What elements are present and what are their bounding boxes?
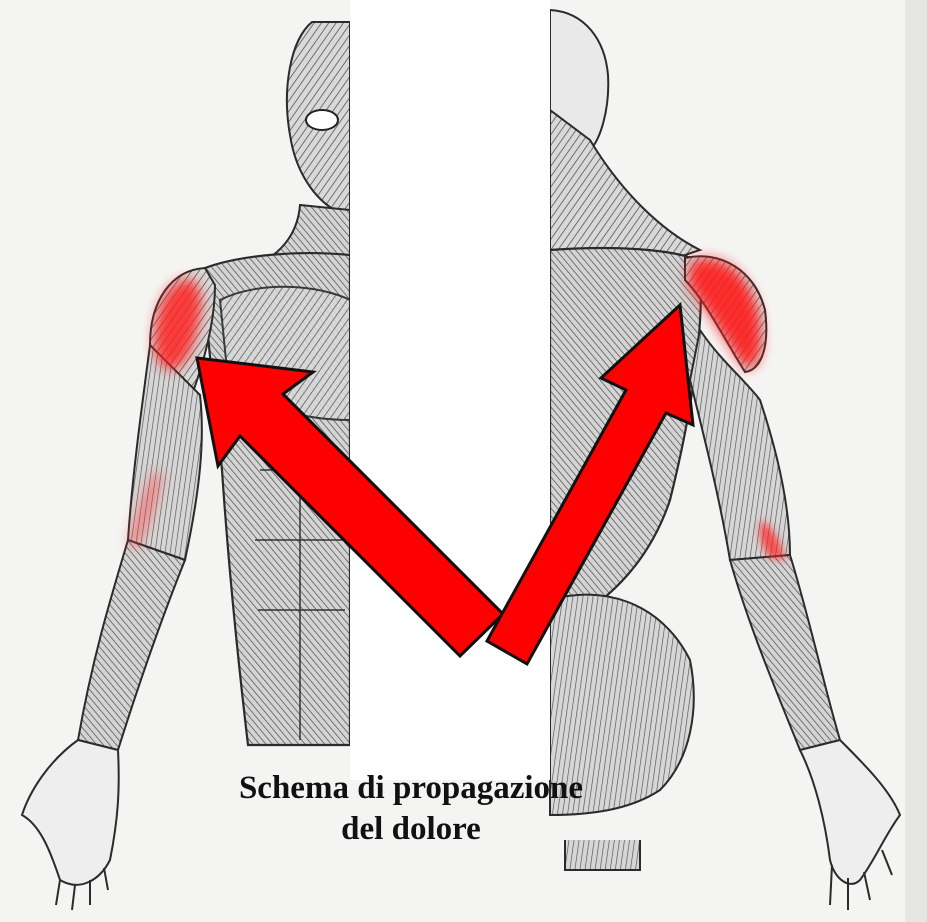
page-edge: [905, 0, 927, 922]
center-gap: [350, 0, 550, 780]
eye-socket: [306, 110, 338, 130]
diagram-caption: Schema di propagazione del dolore: [196, 768, 626, 850]
caption-line-2: del dolore: [196, 809, 626, 850]
caption-line-1: Schema di propagazione: [196, 768, 626, 809]
